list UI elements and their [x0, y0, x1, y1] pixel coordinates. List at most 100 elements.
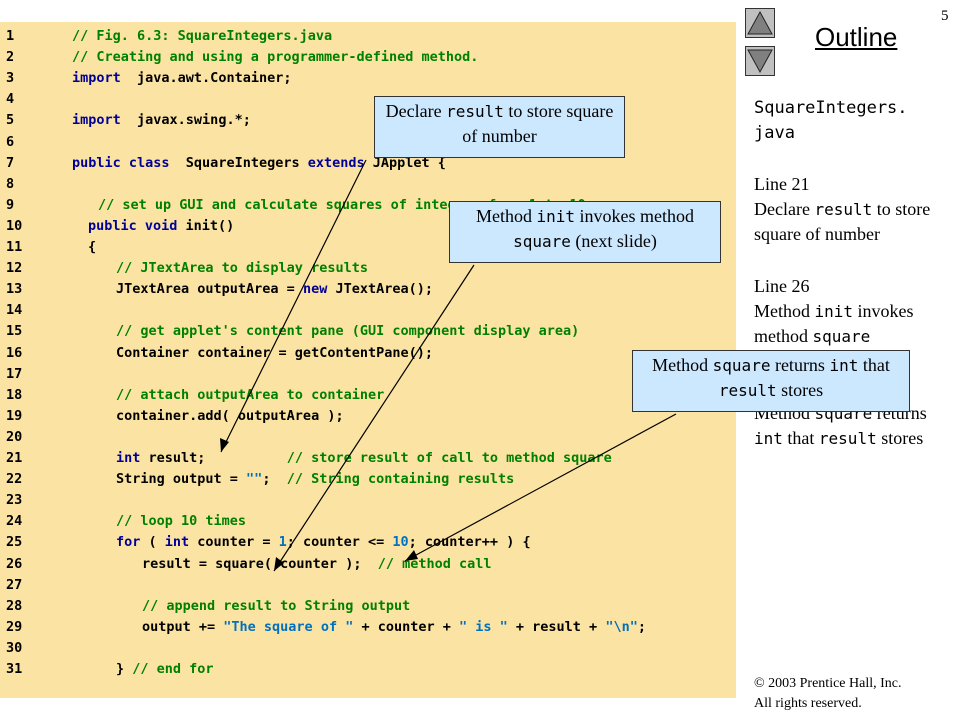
copyright-line-1: © 2003 Prentice Hall, Inc. — [754, 676, 902, 691]
code-string: "\n" — [605, 618, 638, 635]
code-text: result = square( counter ); // method ca… — [142, 554, 492, 575]
code-text: int result; // store result of call to m… — [116, 448, 612, 469]
note-code-b: square — [812, 327, 871, 346]
code-line: 17 — [0, 364, 736, 385]
code-comment: // JTextArea to display results — [116, 260, 368, 277]
code-number: 1 — [278, 534, 287, 551]
note-text-b: to store square of number — [754, 199, 931, 244]
line-number: 18 — [6, 386, 23, 403]
line-number: 29 — [6, 618, 23, 635]
code-token: JTextArea outputArea = — [116, 281, 303, 298]
line-number: 5 — [6, 112, 15, 129]
next-slide-button[interactable] — [745, 46, 775, 76]
callout-text: invokes method — [575, 206, 695, 226]
code-line: 27 — [0, 575, 736, 596]
code-token: Container container = getContentPane(); — [116, 344, 433, 361]
code-token: String output = — [116, 471, 247, 488]
code-text: } // end for — [116, 659, 214, 680]
line-number: 12 — [6, 260, 23, 277]
code-line: 18 // attach outputArea to container — [0, 385, 736, 406]
code-keyword: new — [302, 281, 328, 298]
line-number: 8 — [6, 175, 15, 192]
copyright: © 2003 Prentice Hall, Inc. All rights re… — [754, 674, 902, 714]
code-line: 4 — [0, 89, 736, 110]
code-text: // append result to String output — [142, 596, 410, 617]
note-code-a: init — [814, 302, 854, 321]
line-number: 4 — [6, 91, 15, 108]
code-comment: // append result to String output — [142, 597, 411, 614]
code-token: output += — [142, 618, 224, 635]
code-keyword: extends — [307, 154, 365, 171]
line-number: 31 — [6, 661, 23, 677]
code-keyword: for — [116, 534, 141, 551]
code-token: SquareIntegers — [169, 154, 308, 171]
code-line: 20 — [0, 427, 736, 448]
code-token: container.add( outputArea ); — [116, 407, 344, 424]
callout-text: Declare — [385, 101, 447, 121]
code-line: 3 import java.awt.Container; — [0, 68, 736, 89]
code-text: // JTextArea to display results — [116, 258, 368, 279]
code-text: for ( int counter = 1; counter <= 10; co… — [116, 532, 531, 553]
line-number: 14 — [6, 302, 23, 319]
code-comment: // Fig. 6.3: SquareIntegers.java — [72, 28, 333, 44]
callout-square-returns: Method square returns int that result st… — [632, 350, 910, 412]
code-line: 14 — [0, 300, 736, 321]
line-number: 19 — [6, 407, 23, 424]
code-number: 10 — [392, 534, 409, 551]
code-text: // attach outputArea to container — [116, 385, 384, 406]
code-text: String output = ""; // String containing… — [116, 469, 514, 490]
line-number: 28 — [6, 597, 23, 614]
code-token: ; — [262, 471, 287, 488]
code-token: { — [88, 239, 97, 255]
callout-code: square — [513, 232, 571, 251]
sidebar-note-text: Method init invokes method square — [754, 299, 959, 349]
code-comment: // store result of call to method square — [286, 450, 612, 466]
code-text: import java.awt.Container; — [72, 68, 291, 89]
callout-text: (next slide) — [570, 231, 657, 251]
code-comment: // String containing results — [286, 471, 515, 488]
code-line: 11 { — [0, 237, 736, 258]
note-code-c: result — [818, 429, 877, 448]
callout-code: result — [718, 381, 777, 400]
sidebar-note-line: Line 26 — [754, 276, 810, 296]
up-arrow-icon — [747, 10, 773, 35]
line-number: 24 — [6, 513, 23, 530]
outline-link[interactable]: Outline — [815, 22, 898, 52]
code-line: 6 — [0, 132, 736, 153]
line-number: 30 — [6, 639, 23, 656]
code-line: 23 — [0, 490, 736, 511]
callout-code: int — [829, 356, 859, 375]
code-line: 31 } // end for — [0, 659, 736, 680]
code-text: import javax.swing.*; — [72, 110, 251, 131]
line-number: 11 — [6, 239, 23, 255]
callout-text: Method — [475, 206, 537, 226]
callout-code: result — [446, 102, 504, 121]
page-number: 5 — [941, 8, 949, 24]
code-text: // loop 10 times — [116, 511, 246, 532]
code-string: " is " — [459, 618, 508, 635]
code-token: } — [116, 661, 133, 677]
code-line: 8 — [0, 174, 736, 195]
line-number: 2 — [6, 49, 15, 66]
code-text: container.add( outputArea ); — [116, 406, 344, 427]
line-number: 6 — [6, 133, 15, 150]
line-number: 3 — [6, 70, 15, 87]
code-token: result = square( counter ); — [142, 555, 378, 572]
code-text: { — [88, 237, 96, 258]
callout-text: to store square of number — [462, 101, 614, 146]
note-text-d: stores — [876, 428, 924, 448]
line-number: 1 — [6, 28, 15, 44]
line-number: 10 — [6, 217, 23, 234]
note-text-a: Declare — [754, 199, 815, 219]
code-text: // Creating and using a programmer-defin… — [72, 47, 478, 68]
code-token: + result + — [507, 618, 606, 635]
previous-slide-button[interactable] — [745, 8, 775, 38]
line-number: 21 — [6, 450, 23, 466]
note-code-a: result — [814, 200, 873, 219]
sidebar-note-text: Declare result to store square of number — [754, 197, 959, 247]
sidebar-note-1: Line 21 Declare result to store square o… — [754, 172, 959, 247]
code-comment: // method call — [377, 555, 492, 572]
